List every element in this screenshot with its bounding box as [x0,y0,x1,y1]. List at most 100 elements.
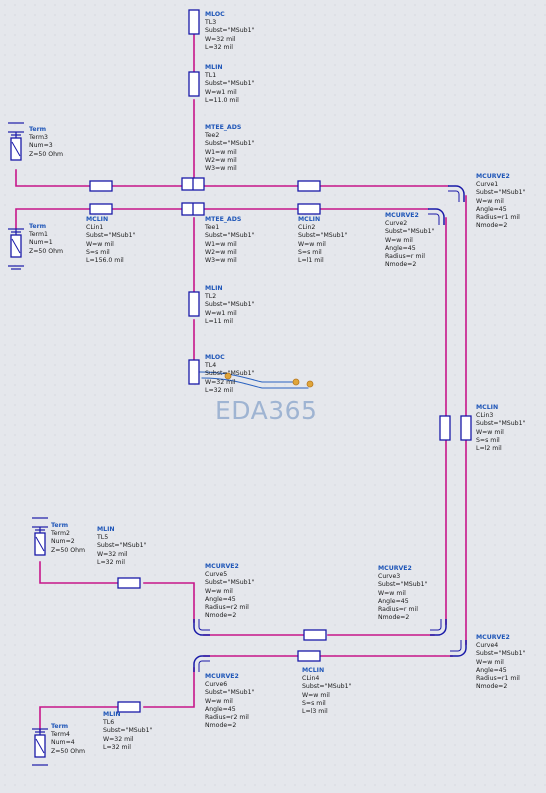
component-param: L=32 mil [205,386,233,394]
component-type: Term [51,522,69,529]
component-param: Nmode=2 [385,261,417,269]
component-type: MLIN [205,64,223,71]
component-param: S=s mil [86,248,110,256]
component-param: Nmode=2 [205,722,237,730]
component-param: W1=w mil [205,240,237,248]
component-param: W2=w mil [205,156,237,164]
component-param: TL2 [205,293,217,301]
component-param: L=l1 mil [298,257,324,265]
component-param: Subst="MSub1" [205,579,255,587]
component-param: L=32 mil [97,558,125,566]
component-type: Term [51,723,69,730]
component-type: Term [29,223,47,230]
component-param: Angle=45 [385,244,416,252]
component-param: Subst="MSub1" [205,232,255,240]
clin1-symbol-a [89,180,113,192]
component-param: Radius=r2 mil [205,714,249,722]
component-param: TL1 [205,72,217,80]
component-param: W3=w mil [205,165,237,173]
component-param: S=s mil [302,699,326,707]
component-param: L=156.0 mil [86,257,124,265]
component-param: TL5 [97,534,109,542]
component-param: Num=4 [51,739,75,747]
component-type: MCURVE2 [476,634,510,641]
component-param: Subst="MSub1" [378,581,428,589]
component-param: Angle=45 [476,666,507,674]
component-param: Subst="MSub1" [205,689,255,697]
wire-group-magenta [15,31,467,731]
tl3-symbol [188,9,200,35]
bond-pad-icon [306,380,314,388]
component-param: Nmode=2 [205,612,237,620]
component-param: Nmode=2 [378,614,410,622]
component-param: Angle=45 [205,705,236,713]
tl2-symbol [188,291,200,317]
component-param: Angle=45 [205,595,236,603]
component-param: W=w mil [476,428,504,436]
component-type: MCLIN [476,404,499,411]
component-param: Curve5 [205,571,228,579]
component-param: Z=50 Ohm [29,247,64,255]
component-param: Nmode=2 [476,222,508,230]
clin4-symbol [297,650,321,662]
curve-line-symbol [303,629,327,641]
tl5-symbol [117,577,141,589]
component-type: MTEE_ADS [205,216,242,223]
component-param: L=11 mil [205,317,233,325]
component-param: S=s mil [476,436,500,444]
component-param: Subst="MSub1" [86,232,136,240]
curve5-symbol [193,619,210,636]
wire-group-blue [199,371,309,389]
component-param: Z=50 Ohm [51,747,86,755]
component-param: Z=50 Ohm [29,150,64,158]
component-param: Subst="MSub1" [205,301,255,309]
component-type: MCLIN [298,216,321,223]
curve3-symbol [430,619,447,636]
component-param: CLin4 [302,675,320,683]
component-param: CLin3 [476,412,494,420]
bond-pad-icon [224,372,232,380]
component-param: Nmode=2 [476,683,508,691]
component-param: W=w mil [205,697,233,705]
component-param: Subst="MSub1" [205,80,255,88]
component-param: TL4 [205,362,217,370]
component-param: Angle=45 [378,597,409,605]
bond-pad-icon [292,378,300,386]
clin2-symbol-a [297,180,321,192]
component-param: Subst="MSub1" [205,370,255,378]
component-param: W=w mil [476,197,504,205]
component-param: Num=1 [29,239,53,247]
component-param: W3=w mil [205,257,237,265]
component-param: Term4 [51,731,70,739]
component-type: MCURVE2 [378,565,412,572]
component-param: CLin1 [86,224,104,232]
component-param: Radius=r1 mil [476,214,520,222]
component-param: W=w mil [476,658,504,666]
component-param: Num=2 [51,538,75,546]
component-param: Term3 [29,134,48,142]
component-type: MLIN [97,526,115,533]
component-type: MLIN [103,711,121,718]
component-param: Curve3 [378,573,401,581]
component-param: Angle=45 [476,205,507,213]
component-param: L=l3 mil [302,708,328,716]
component-param: W=w1 mil [205,88,237,96]
component-param: Subst="MSub1" [476,650,526,658]
component-type: MLOC [205,11,225,18]
component-param: Curve2 [385,220,408,228]
component-param: W=32 mil [97,550,128,558]
